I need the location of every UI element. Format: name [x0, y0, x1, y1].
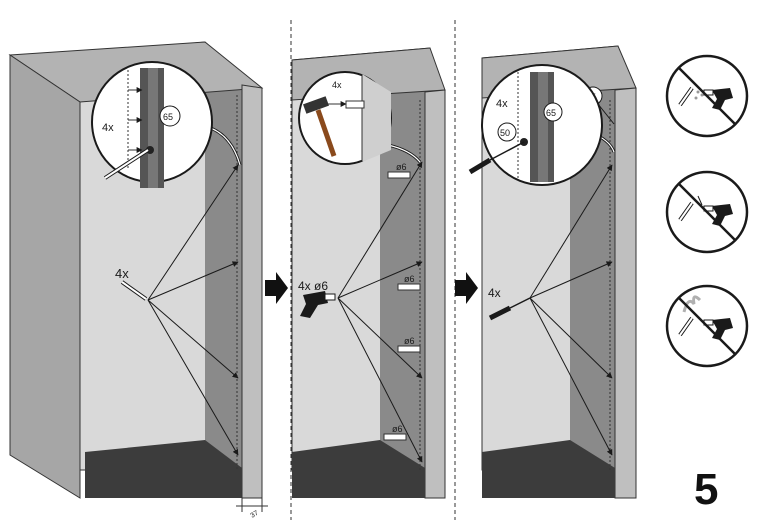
hammer-icon [303, 96, 337, 157]
step-number: 5 [694, 465, 719, 514]
no-impact-drill-on-wood-icon [665, 284, 749, 368]
screwdriver-icon [488, 297, 531, 321]
step-arrow-1 [265, 272, 288, 304]
panel-2-hole-label-2: ø6 [404, 274, 415, 284]
no-impact-drill-on-drywall-icon [665, 170, 749, 254]
panel-2-arrows [337, 161, 423, 463]
panel-2-plugs [383, 171, 421, 441]
panel-2-callout-qty: 4x [332, 80, 342, 90]
panel-3-callout-qty: 4x [496, 98, 508, 110]
panel-1-callout-qty: 4x [102, 122, 114, 134]
no-impact-drill-on-masonry-icon [665, 54, 749, 138]
panel-2-hole-label-1: ø6 [396, 162, 407, 172]
step-arrow-2 [455, 272, 478, 304]
panel-2-callout: 4x [298, 71, 392, 165]
panel-2-hole-label-3: ø6 [404, 336, 415, 346]
panel-3-tag-b: 50 [500, 128, 510, 138]
panel-2-hole-label-4: ø6 [392, 424, 403, 434]
panel-3-tag-a: 65 [546, 108, 556, 118]
panel-2-drill-label: 4x ø6 [298, 279, 328, 293]
panel-3-main-qty: 4x [488, 286, 501, 300]
dimension-mark: 37 [250, 510, 260, 520]
drill-icon [300, 291, 336, 318]
panel-1-callout: 65 4x [91, 61, 213, 188]
panel-1-main-qty: 4x [115, 266, 129, 281]
panel-3-arrows [529, 164, 613, 456]
panel-1-callout-tag: 65 [163, 112, 173, 122]
panel-1-arrows [147, 164, 239, 456]
panel-3-callout: 65 50 4x [468, 64, 603, 186]
panel-1-screw [120, 280, 148, 301]
